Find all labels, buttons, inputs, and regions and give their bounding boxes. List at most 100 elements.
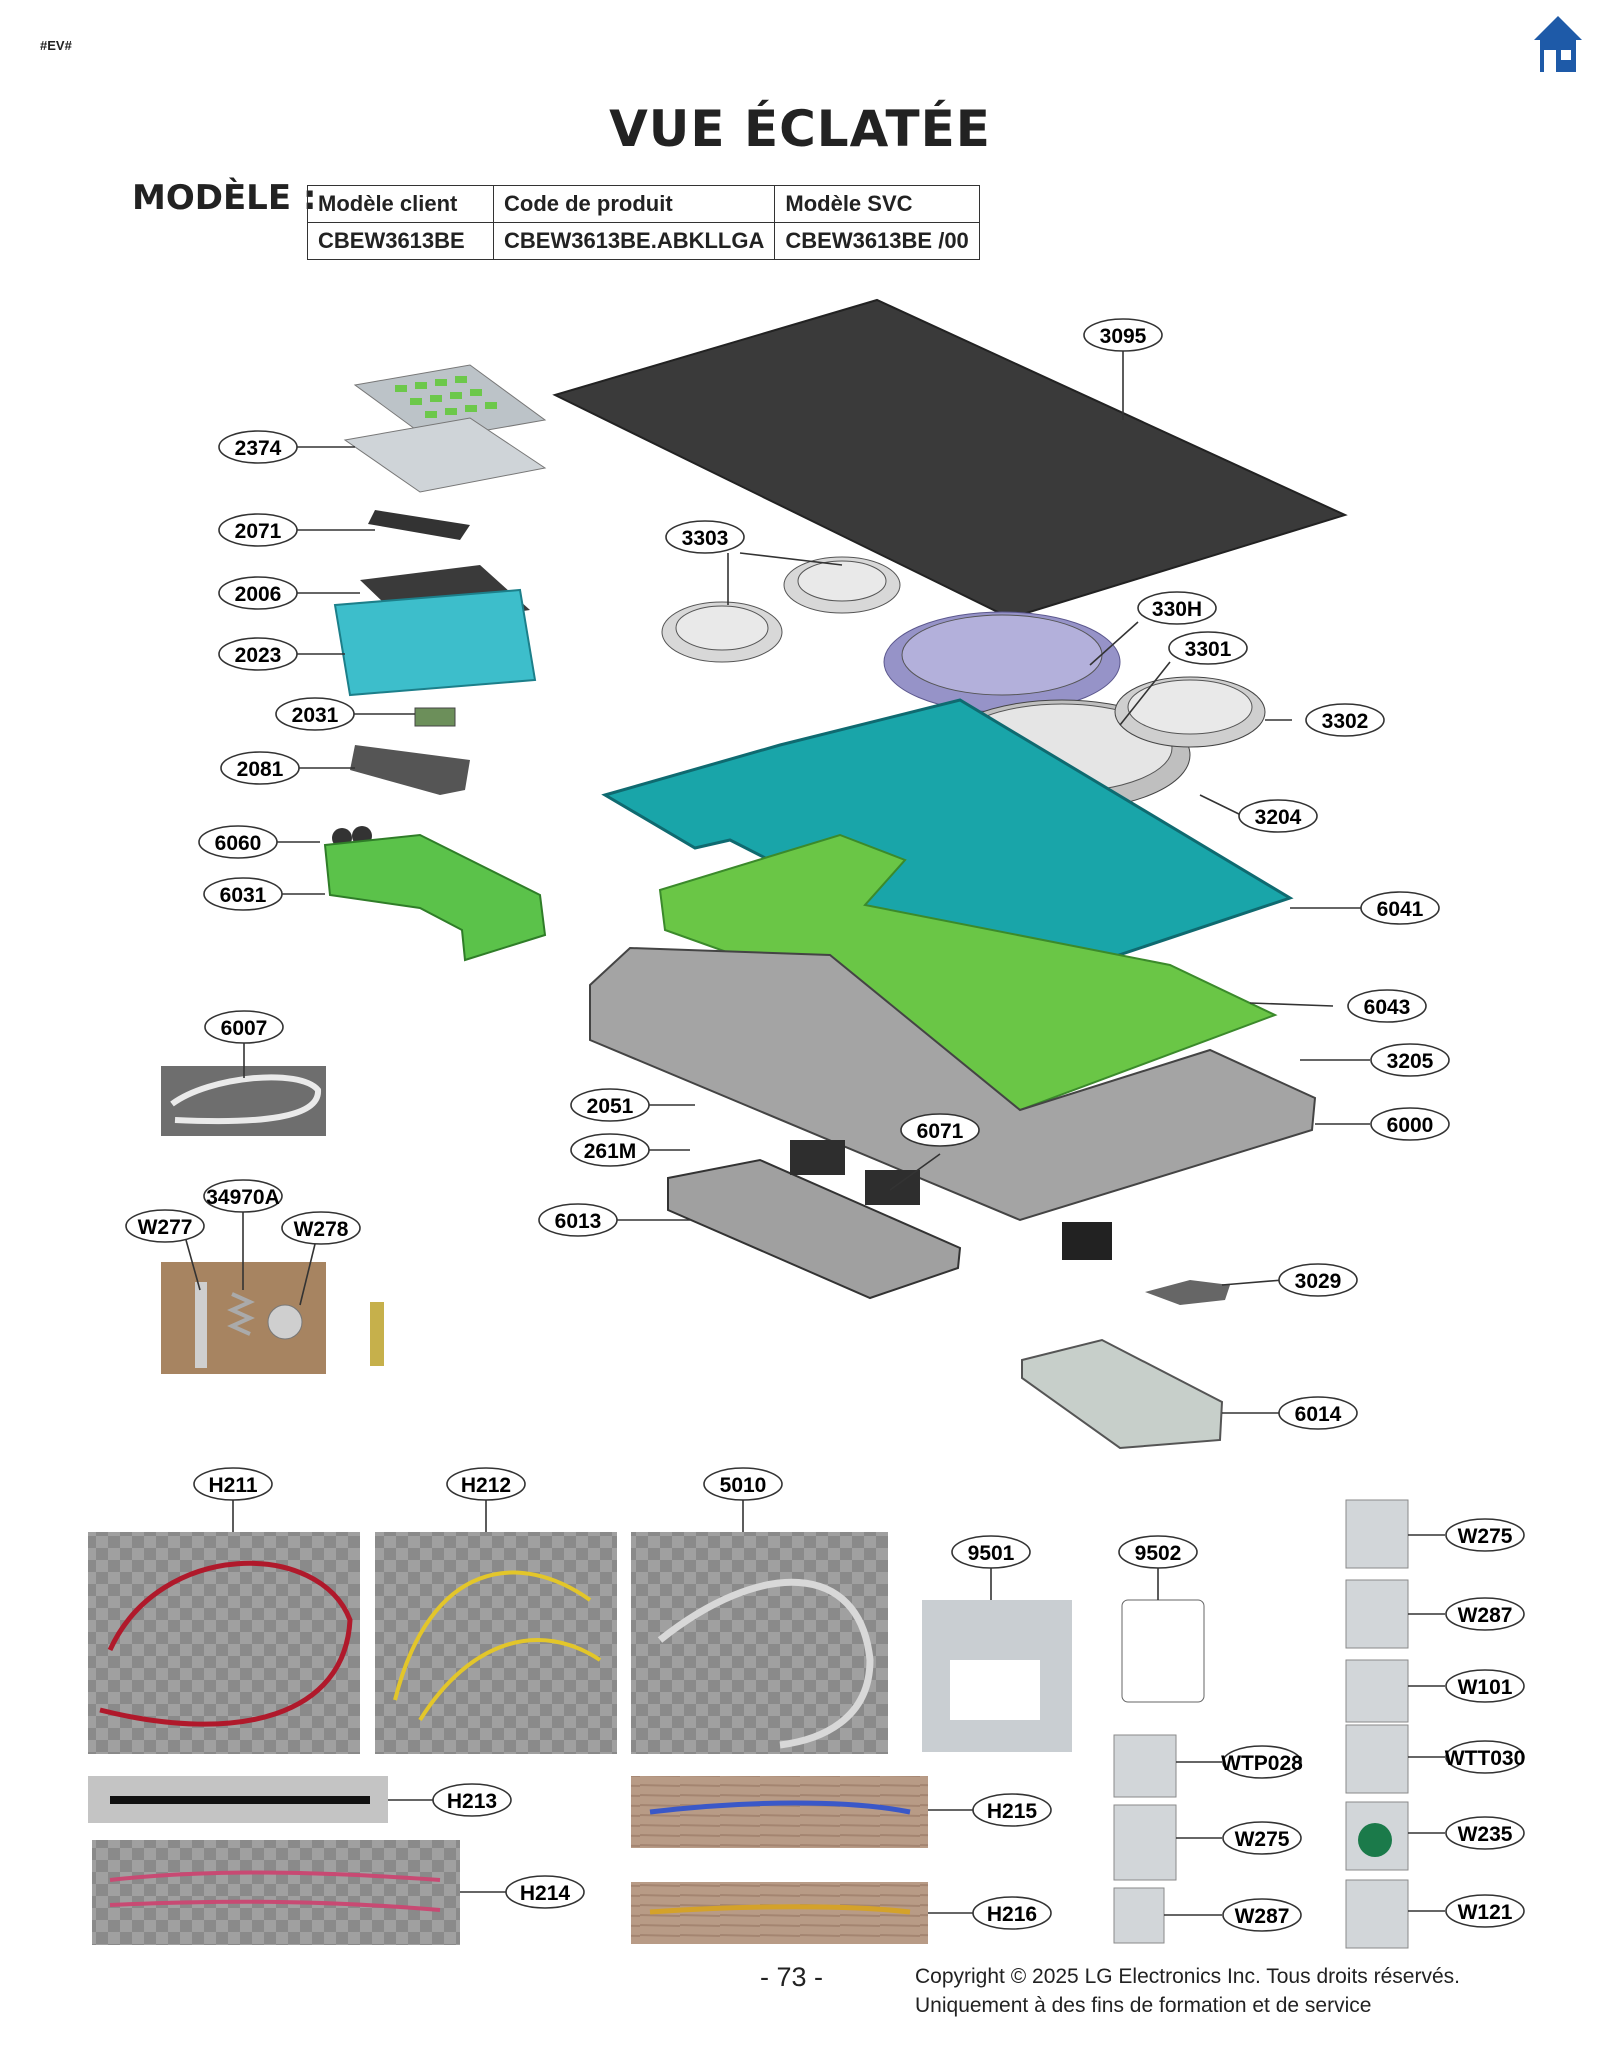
svg-text:6060: 6060 — [215, 832, 262, 855]
callout: 6007 — [204, 1010, 284, 1044]
callout: 2031 — [275, 697, 355, 731]
svg-text:WTT030: WTT030 — [1445, 1747, 1526, 1770]
copyright-line: Uniquement à des fins de formation et de… — [915, 1994, 1372, 2017]
page-number: - 73 - — [760, 1962, 824, 1992]
table-header-cell: Modèle client — [307, 185, 494, 223]
callout: 6000 — [1370, 1107, 1450, 1141]
burner-support-plate — [601, 698, 1294, 990]
svg-text:3205: 3205 — [1387, 1050, 1434, 1073]
callout: 3204 — [1238, 799, 1318, 833]
svg-text:2081: 2081 — [237, 758, 284, 781]
callout: 3302 — [1305, 703, 1385, 737]
glass-cooktop — [552, 298, 1348, 620]
svg-text:5010: 5010 — [720, 1474, 767, 1497]
callout: H212 — [446, 1467, 526, 1501]
svg-text:261M: 261M — [584, 1140, 637, 1163]
callout: 3029 — [1278, 1263, 1358, 1297]
callout: H214 — [505, 1875, 585, 1909]
svg-text:2006: 2006 — [235, 583, 282, 606]
svg-text:W275: W275 — [1458, 1525, 1513, 1548]
callout: 2081 — [220, 751, 300, 785]
callout: 6060 — [198, 825, 278, 859]
svg-text:6013: 6013 — [555, 1210, 602, 1233]
callout: 2071 — [218, 513, 298, 547]
callout: 2051 — [570, 1088, 650, 1122]
svg-text:9502: 9502 — [1135, 1542, 1182, 1565]
callout: 34970A — [203, 1179, 283, 1213]
callout: W277 — [125, 1209, 205, 1243]
callout: W275 — [1445, 1518, 1525, 1552]
callout: 6071 — [900, 1113, 980, 1147]
callout: W287 — [1222, 1898, 1302, 1932]
svg-text:3095: 3095 — [1100, 325, 1147, 348]
svg-text:2031: 2031 — [292, 704, 339, 727]
callout: 3301 — [1168, 631, 1248, 665]
callout: W278 — [281, 1211, 361, 1245]
callout: 6014 — [1278, 1396, 1358, 1430]
chassis — [589, 946, 1317, 1222]
model-table: Modèle client Code de produit Modèle SVC… — [307, 185, 980, 260]
svg-text:6000: 6000 — [1387, 1114, 1434, 1137]
svg-text:H216: H216 — [987, 1903, 1037, 1926]
svg-text:H211: H211 — [208, 1474, 257, 1497]
svg-text:3301: 3301 — [1185, 638, 1232, 661]
svg-text:W277: W277 — [138, 1216, 193, 1239]
table-header-cell: Code de produit — [492, 185, 776, 223]
svg-text:6043: 6043 — [1364, 996, 1411, 1019]
svg-text:H212: H212 — [461, 1474, 511, 1497]
callout: H211 — [193, 1467, 273, 1501]
svg-text:6031: 6031 — [220, 884, 267, 907]
callout: 6031 — [203, 877, 283, 911]
svg-text:2374: 2374 — [235, 437, 282, 460]
svg-text:2071: 2071 — [235, 520, 282, 543]
svg-text:2023: 2023 — [235, 644, 282, 667]
callout: W101 — [1445, 1669, 1525, 1703]
harness-photos — [88, 1499, 1409, 1949]
table-cell: CBEW3613BE — [307, 222, 494, 260]
bottom-cover — [1021, 1338, 1224, 1450]
copyright: Copyright © 2025 LG Electronics Inc. Tou… — [915, 1962, 1460, 2020]
svg-text:W101: W101 — [1458, 1676, 1513, 1699]
callout: H216 — [972, 1896, 1052, 1930]
control-assembly — [323, 364, 547, 962]
svg-text:W121: W121 — [1458, 1901, 1513, 1924]
svg-text:H215: H215 — [987, 1800, 1038, 1823]
fan-tray — [667, 1158, 962, 1300]
document-tag: #EV# — [40, 38, 72, 53]
callout: WTP028 — [1221, 1745, 1303, 1779]
svg-text:6014: 6014 — [1295, 1403, 1342, 1426]
callout: 6043 — [1347, 989, 1427, 1023]
callout: WTT030 — [1445, 1740, 1526, 1774]
table-row: CBEW3613BE CBEW3613BE.ABKLLGA CBEW3613BE… — [307, 222, 980, 260]
home-icon[interactable] — [1532, 14, 1584, 76]
svg-text:6041: 6041 — [1377, 898, 1424, 921]
callout: 2006 — [218, 576, 298, 610]
callout: 261M — [570, 1133, 650, 1167]
table-cell: CBEW3613BE.ABKLLGA — [492, 222, 776, 260]
callout: W275 — [1222, 1821, 1302, 1855]
table-header-cell: Modèle SVC — [774, 185, 980, 223]
callout: 6041 — [1360, 891, 1440, 925]
svg-text:3029: 3029 — [1295, 1270, 1342, 1293]
callout: 2374 — [218, 430, 298, 464]
svg-text:6007: 6007 — [221, 1017, 268, 1040]
callout: W235 — [1445, 1816, 1525, 1850]
svg-text:H213: H213 — [447, 1790, 497, 1813]
svg-text:34970A: 34970A — [206, 1186, 280, 1209]
callout: 3303 — [665, 520, 745, 554]
svg-text:9501: 9501 — [968, 1542, 1015, 1565]
callouts: 3095 2374 2071 2006 2023 2031 2081 6060 … — [125, 318, 1526, 1932]
callout: 5010 — [703, 1467, 783, 1501]
svg-text:WTP028: WTP028 — [1221, 1752, 1303, 1775]
terminal-block — [1062, 1222, 1112, 1260]
svg-text:3204: 3204 — [1255, 806, 1302, 829]
svg-text:W275: W275 — [1235, 1828, 1290, 1851]
table-cell: CBEW3613BE /00 — [774, 222, 980, 260]
svg-text:3302: 3302 — [1322, 710, 1369, 733]
callout: 3205 — [1370, 1043, 1450, 1077]
callout: H215 — [972, 1793, 1052, 1827]
svg-text:330H: 330H — [1152, 598, 1202, 621]
copyright-line: Copyright © 2025 LG Electronics Inc. Tou… — [915, 1965, 1460, 1988]
callout: 6013 — [538, 1203, 618, 1237]
